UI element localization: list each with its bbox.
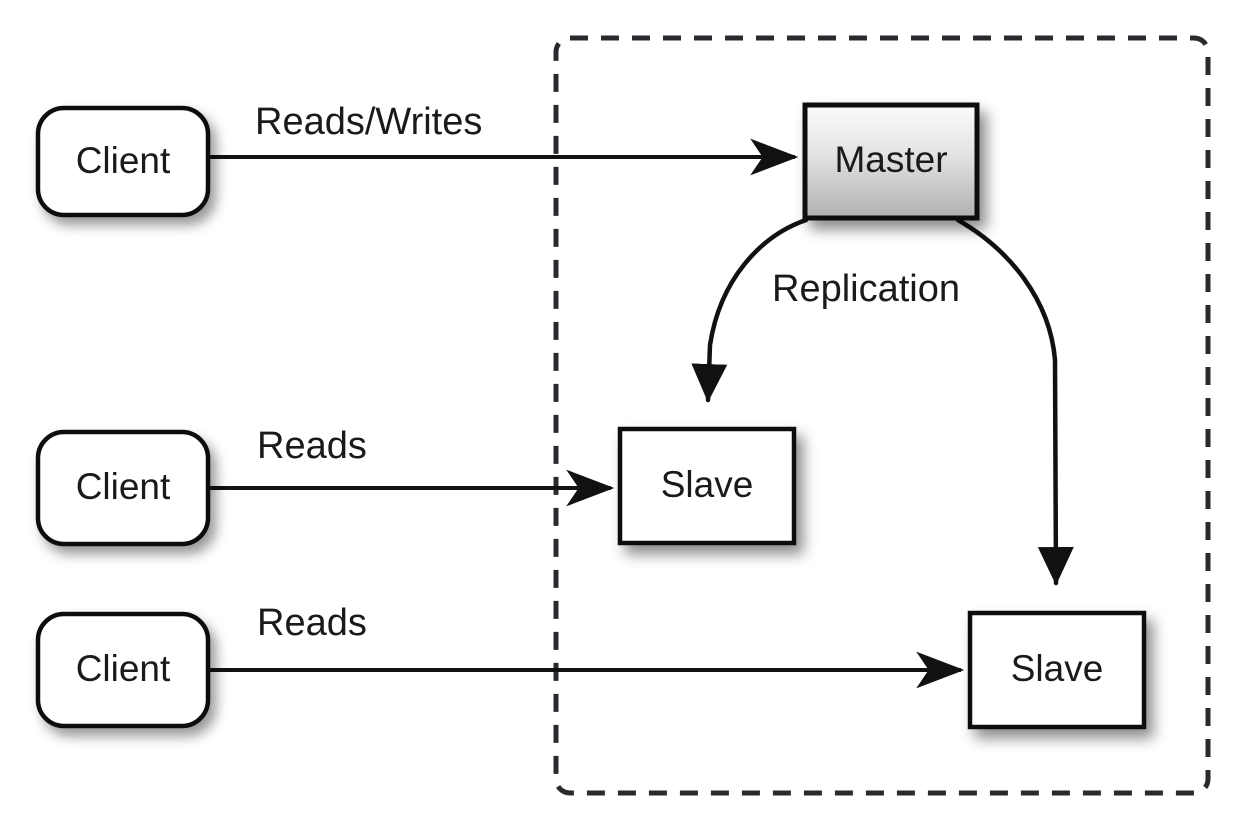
database-cluster-boundary	[553, 35, 1211, 796]
client-top-box[interactable]	[35, 105, 211, 218]
node-client-middle[interactable]: Client	[35, 429, 211, 547]
slave-top-label: Slave	[661, 464, 754, 505]
node-client-top[interactable]: Client	[35, 105, 211, 218]
edge-label-reads-middle: Reads	[257, 425, 367, 467]
master-label: Master	[834, 139, 947, 180]
node-client-bottom[interactable]: Client	[35, 611, 211, 729]
slave-top-box[interactable]	[617, 426, 797, 546]
edge-label-reads-bottom: Reads	[257, 602, 367, 644]
edge-curve	[955, 217, 1074, 586]
client-bottom-label: Client	[76, 648, 171, 689]
slave-bottom-box[interactable]	[967, 610, 1147, 730]
client-middle-label: Client	[76, 466, 171, 507]
node-master[interactable]: Master	[802, 102, 980, 221]
client-top-label: Client	[76, 140, 171, 181]
master-box[interactable]	[802, 102, 980, 221]
client-bottom-box[interactable]	[35, 611, 211, 729]
edge-label-reads-writes: Reads/Writes	[255, 101, 482, 143]
edge-master-to-slave-bottom	[955, 217, 1074, 586]
node-slave-bottom[interactable]: Slave	[967, 610, 1147, 730]
edge-label-replication: Replication	[772, 268, 960, 310]
edge-master-to-slave-top	[691, 217, 809, 403]
client-middle-box[interactable]	[35, 429, 211, 547]
node-slave-top[interactable]: Slave	[617, 426, 797, 546]
slave-bottom-label: Slave	[1011, 648, 1104, 689]
edge-curve	[691, 217, 809, 403]
